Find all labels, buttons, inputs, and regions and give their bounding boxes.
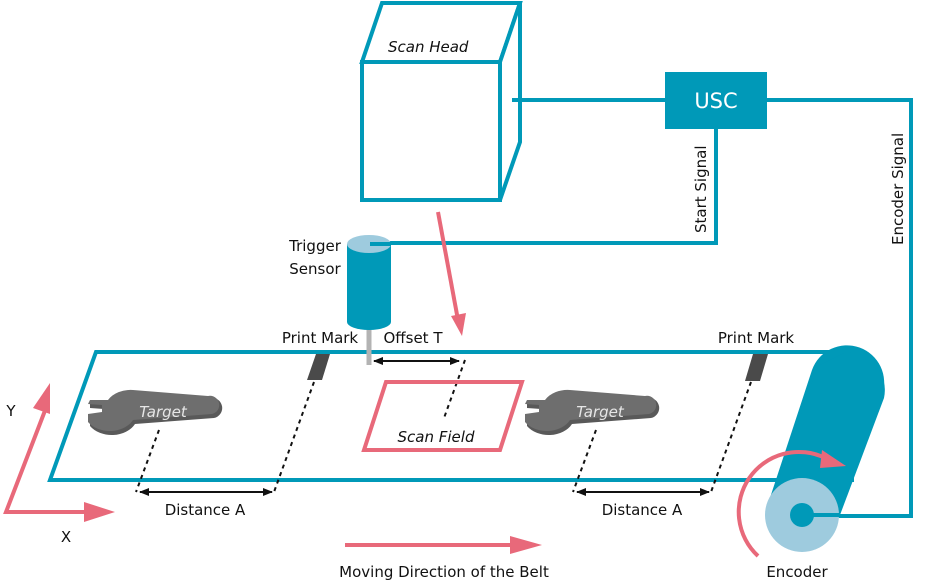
moving-direction-label: Moving Direction of the Belt xyxy=(339,563,549,581)
axes-lines xyxy=(3,407,95,514)
offset-t-guide xyxy=(443,359,466,419)
start-signal-label: Start Signal xyxy=(692,146,710,234)
usc-label: USC xyxy=(694,89,737,113)
encoder-signal-label: Encoder Signal xyxy=(889,133,907,245)
coordinate-axes: Y X xyxy=(3,383,115,546)
scan-head-front-face xyxy=(360,60,502,202)
usc-box xyxy=(665,72,767,129)
target-left-label: Target xyxy=(139,403,188,421)
y-axis-label: Y xyxy=(5,402,16,420)
distance-a-left-guide-target xyxy=(135,429,160,493)
rotation-arrow-arc xyxy=(736,449,826,558)
scan-head: Scan Head xyxy=(359,0,523,202)
usc-controller: USC xyxy=(665,72,767,129)
x-axis-arrowhead xyxy=(84,502,115,522)
distance-a-left-label: Distance A xyxy=(165,501,246,519)
print-mark-left xyxy=(307,354,330,380)
moving-direction-arrow xyxy=(345,536,542,554)
scan-field xyxy=(361,380,525,452)
scan-field-label: Scan Field xyxy=(398,428,475,446)
encoder-label: Encoder xyxy=(766,563,828,581)
wrench-icon xyxy=(525,389,657,432)
target-left: Target xyxy=(88,389,223,436)
sensor-top xyxy=(347,235,391,253)
distance-a-right-guide-mark xyxy=(710,381,752,493)
sensor-cylinder xyxy=(347,244,391,330)
trigger-sensor xyxy=(347,235,391,365)
roller-body-fill xyxy=(766,351,885,515)
signal-wiring xyxy=(372,98,913,518)
trigger-sensor-label-line1: Trigger xyxy=(288,237,342,255)
distance-a-right-label: Distance A xyxy=(602,501,683,519)
y-axis-arrowhead xyxy=(33,383,50,414)
print-mark-right xyxy=(745,354,768,381)
rotation-arrowhead xyxy=(820,450,846,468)
trigger-sensor-label-line2: Sensor xyxy=(289,260,341,278)
target-right: Target xyxy=(525,389,660,436)
laser-beam-line xyxy=(436,211,460,321)
print-mark-right-label: Print Mark xyxy=(718,329,795,347)
print-mark-left-label: Print Mark xyxy=(282,329,359,347)
offset-t-label: Offset T xyxy=(384,329,444,347)
target-right-label: Target xyxy=(576,403,625,421)
scan-head-label: Scan Head xyxy=(388,38,469,56)
laser-beam-arrow xyxy=(436,211,466,336)
distance-a-left-guide-mark xyxy=(273,381,315,493)
laser-beam-arrowhead xyxy=(451,313,466,336)
encoder-roller xyxy=(736,345,885,558)
direction-arrowhead xyxy=(510,536,542,554)
wrench-icon xyxy=(88,389,220,432)
encoder-signal-line xyxy=(766,98,913,518)
x-axis-label: X xyxy=(61,528,71,546)
start-signal-line xyxy=(372,128,718,245)
distance-a-right-guide-target xyxy=(572,429,597,493)
